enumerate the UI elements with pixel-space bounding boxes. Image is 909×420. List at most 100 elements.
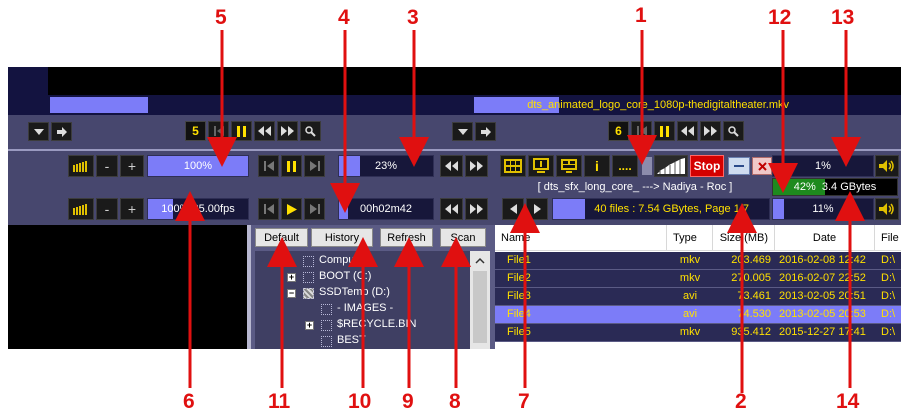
left-pause-button[interactable]	[231, 121, 252, 141]
close-button[interactable]	[752, 157, 772, 175]
dual-monitor-button[interactable]	[556, 155, 582, 177]
tree-node-label: BEST	[337, 334, 366, 346]
right-timeline-track[interactable]: dts_animated_logo_core_1080p-thedigitalt…	[474, 97, 901, 113]
expand-icon[interactable]: +	[305, 320, 314, 330]
left-volume-minus-button[interactable]: -	[96, 155, 118, 177]
magnifier-icon	[728, 125, 739, 137]
speaker-icon	[879, 160, 894, 172]
expand-icon[interactable]: +	[287, 272, 296, 282]
tree-checkbox[interactable]	[321, 304, 332, 315]
callout-2: 2	[735, 390, 747, 413]
cell-size: 73.461	[737, 290, 771, 302]
center-play-button[interactable]	[281, 198, 302, 220]
tree-node[interactable]: +BOOT (C:)	[255, 269, 470, 285]
center-skip-forward-button-2[interactable]	[304, 198, 325, 220]
collapse-icon[interactable]: −	[287, 288, 296, 298]
left-zoom-button[interactable]	[300, 121, 321, 141]
right-zoom-button[interactable]	[723, 121, 744, 141]
pause-icon	[286, 160, 296, 172]
info-button[interactable]: i	[584, 155, 610, 177]
left-forward-button[interactable]	[51, 122, 72, 141]
callout-6: 6	[183, 390, 195, 413]
callout-3: 3	[407, 6, 419, 29]
fast-forward-icon	[281, 126, 294, 136]
center-skip-back-button-2[interactable]	[258, 198, 279, 220]
column-header-type[interactable]: Type	[667, 225, 713, 251]
media-filename: dts_animated_logo_core_1080p-thedigitalt…	[527, 99, 789, 111]
tree-node[interactable]: −SSDTemp (D:)	[255, 285, 470, 301]
tree-checkbox[interactable]	[321, 320, 332, 331]
minimize-button[interactable]	[728, 157, 750, 175]
tree-scrollbar[interactable]	[470, 251, 490, 349]
right-rewind-button[interactable]	[677, 121, 698, 141]
center-rewind-button-2[interactable]	[440, 198, 463, 220]
elapsed-time-value: 00h02m42	[360, 203, 412, 215]
tree-checkbox[interactable]	[303, 256, 314, 267]
column-header-date[interactable]: Date	[775, 225, 875, 251]
left-speed-fill	[148, 199, 173, 219]
left-dropdown-button[interactable]	[28, 122, 49, 141]
cell-date: 2015-12-27 17:41	[779, 326, 866, 338]
skip-back-icon	[263, 204, 274, 214]
tree-node[interactable]: - IMAGES -	[255, 301, 470, 317]
grid-view-button[interactable]	[500, 155, 526, 177]
left-speed-plus-button[interactable]: +	[120, 198, 144, 220]
tree-node[interactable]: BEST	[255, 333, 470, 349]
column-header-file[interactable]: File	[875, 225, 901, 251]
cell-path: D:\	[881, 254, 896, 266]
center-fast-forward-button[interactable]	[465, 155, 488, 177]
left-volume-icon-button[interactable]	[68, 155, 94, 177]
right-speaker-button[interactable]	[875, 155, 899, 177]
tree-checkbox[interactable]	[321, 336, 332, 347]
cell-path: D:\	[881, 308, 896, 320]
disk-usage-text: 42% 3.4 GBytes	[793, 181, 877, 193]
tree-checkbox[interactable]	[303, 288, 314, 299]
right-speaker-button-2[interactable]	[875, 198, 899, 220]
left-speed-minus-button[interactable]: -	[96, 198, 118, 220]
column-header-size[interactable]: Size (MB)	[713, 225, 775, 251]
cell-type: avi	[682, 308, 698, 320]
tree-node[interactable]: +$RECYCLE.BIN	[255, 317, 470, 333]
caret-down-icon	[33, 128, 44, 135]
left-fast-forward-button[interactable]	[277, 121, 298, 141]
callout-5: 5	[215, 6, 227, 29]
cell-date: 2016-02-08 12:42	[779, 254, 866, 266]
rewind-icon	[445, 204, 458, 214]
tree-checkbox[interactable]	[303, 272, 314, 283]
right-timeline-fill	[474, 97, 560, 113]
volume-bars-icon	[73, 160, 87, 172]
left-volume-plus-button[interactable]: +	[120, 155, 144, 177]
left-rewind-button[interactable]	[254, 121, 275, 141]
center-pause-button[interactable]	[281, 155, 302, 177]
cell-path: D:\	[881, 272, 896, 284]
right-dropdown-button[interactable]	[452, 122, 473, 141]
left-monitor-corner	[8, 67, 48, 95]
monitor-layout-icon	[561, 159, 577, 173]
waveform-button[interactable]	[654, 155, 688, 177]
right-pause-button[interactable]	[654, 121, 675, 141]
left-timeline-fill[interactable]	[50, 97, 148, 113]
panel-divider	[8, 149, 901, 151]
center-skip-back-button[interactable]	[258, 155, 279, 177]
right-forward-button[interactable]	[475, 122, 496, 141]
tree-scroll-thumb[interactable]	[473, 271, 487, 343]
single-monitor-button[interactable]	[528, 155, 554, 177]
cell-size: 74.530	[737, 308, 771, 320]
minimize-icon	[734, 165, 744, 167]
right-fast-forward-button[interactable]	[700, 121, 721, 141]
grid-view-icon	[504, 159, 522, 173]
now-playing-text: [ dts_sfx_long_core_ ---> Nadiya - Roc ]	[537, 181, 733, 193]
left-speed-icon-button[interactable]	[68, 198, 94, 220]
callout-8: 8	[449, 390, 461, 413]
callout-10: 10	[348, 390, 372, 413]
center-fast-forward-button-2[interactable]	[465, 198, 488, 220]
right-preview-strip	[474, 67, 901, 95]
center-rewind-button[interactable]	[440, 155, 463, 177]
stop-button[interactable]: Stop	[690, 155, 724, 177]
video-splitter[interactable]	[247, 225, 251, 349]
center-skip-forward-button[interactable]	[304, 155, 325, 177]
fast-forward-icon	[470, 204, 483, 214]
